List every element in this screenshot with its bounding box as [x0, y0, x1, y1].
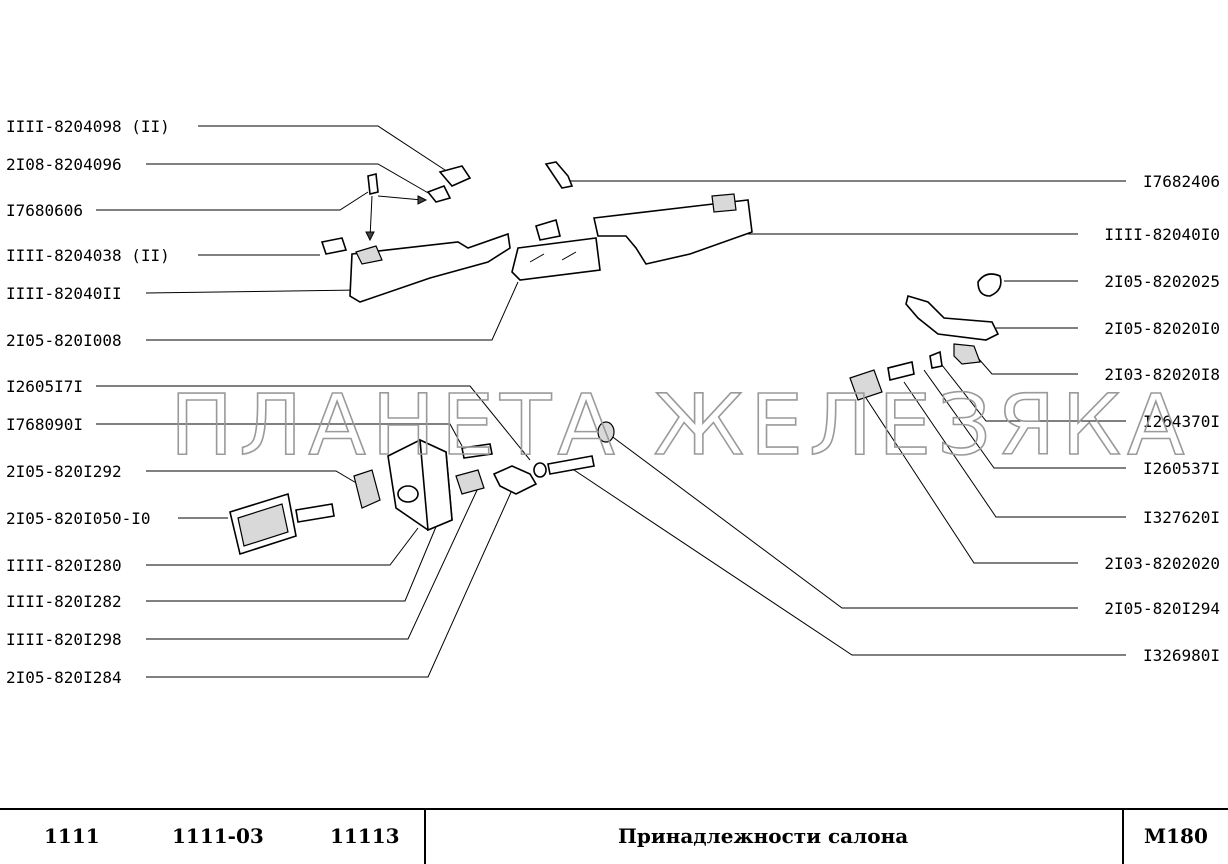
part-visor-left: [320, 232, 511, 303]
label-left-14: 2I05-820I284: [6, 668, 122, 687]
footer-divider: [1122, 810, 1124, 864]
label-right-2: IIII-82040I0: [1104, 225, 1220, 244]
part-handle-group: [849, 273, 1002, 401]
label-left-13: IIII-820I298: [6, 630, 122, 649]
footer-title: Принадлежности салона: [618, 824, 909, 848]
label-right-9: 2I03-8202020: [1104, 554, 1220, 573]
label-right-6: I264370I: [1143, 412, 1220, 431]
label-left-4: IIII-8204038 (II): [6, 246, 170, 265]
label-right-1: I7682406: [1143, 172, 1220, 191]
label-left-1: IIII-8204098 (II): [6, 117, 170, 136]
label-left-6: 2I05-820I008: [6, 331, 122, 350]
label-right-7: I260537I: [1143, 459, 1220, 478]
part-visor-right: [593, 193, 753, 265]
label-right-11: I326980I: [1143, 646, 1220, 665]
part-mirror: [511, 161, 601, 281]
label-left-5: IIII-82040II: [6, 284, 122, 303]
watermark: ПЛАНЕТА ЖЕЛЕЗЯКА: [170, 376, 1191, 474]
label-left-3: I7680606: [6, 201, 83, 220]
left-leader-lines: [96, 125, 531, 678]
label-left-12: IIII-820I282: [6, 592, 122, 611]
label-left-10: 2I05-820I050-I0: [6, 509, 151, 528]
part-screw-left: [365, 173, 428, 242]
label-right-8: I327620I: [1143, 508, 1220, 527]
label-right-5: 2I03-82020I8: [1104, 365, 1220, 384]
model-3: 11113: [330, 824, 400, 848]
label-left-11: IIII-820I280: [6, 556, 122, 575]
label-left-7: I2605I7I: [6, 377, 83, 396]
footer-bar: 1111 1111-03 11113 Принадлежности салона…: [0, 808, 1228, 864]
footer-divider: [424, 810, 426, 864]
part-spot-lamp: [229, 421, 615, 556]
label-right-3: 2I05-8202025: [1104, 272, 1220, 291]
part-visor-clip: [426, 165, 472, 203]
label-left-8: I768090I: [6, 415, 83, 434]
label-left-2: 2I08-8204096: [6, 155, 122, 174]
label-left-9: 2I05-820I292: [6, 462, 122, 481]
model-1: 1111: [44, 824, 100, 848]
label-right-4: 2I05-82020I0: [1104, 319, 1220, 338]
right-leader-lines: [567, 180, 1126, 656]
label-right-10: 2I05-820I294: [1104, 599, 1220, 618]
right-labels: I7682406 IIII-82040I0 2I05-8202025 2I05-…: [1104, 172, 1220, 665]
page-code: M180: [1144, 824, 1208, 848]
left-labels: IIII-8204098 (II) 2I08-8204096 I7680606 …: [6, 117, 170, 687]
model-2: 1111-03: [172, 824, 264, 848]
